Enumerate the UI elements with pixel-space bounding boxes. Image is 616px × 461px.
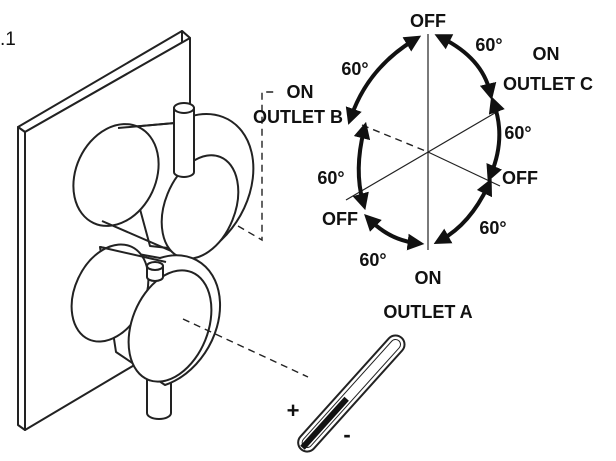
rotation-arrows — [345, 34, 505, 251]
rotation-arrow-icon — [434, 34, 497, 101]
angle-bottom-right: 60° — [479, 218, 506, 238]
thermometer-icon: + - — [287, 334, 406, 453]
label-on-outlet-b-line2: OUTLET B — [253, 107, 343, 127]
angle-left: 60° — [317, 168, 344, 188]
rotation-arrow-icon — [433, 178, 492, 245]
angle-bottom-left: 60° — [359, 250, 386, 270]
rotation-arrow-icon — [364, 214, 425, 251]
thermostat-button — [146, 261, 164, 282]
leader-line-selector — [237, 91, 276, 242]
rotation-arrow-icon — [345, 35, 422, 125]
leader-lines — [182, 91, 429, 378]
leader-line-thermostat — [182, 318, 309, 378]
leader-line-dial — [361, 124, 429, 153]
rotation-arrow-icon — [486, 96, 505, 182]
label-off-top: OFF — [410, 11, 446, 31]
figure-number: .1 — [0, 29, 16, 50]
selector-dial: OFF 60° 60° ON OUTLET C ON OUTLET B 60° … — [253, 11, 593, 322]
angle-top-left: 60° — [341, 59, 368, 79]
label-on-outlet-b-line1: ON — [287, 82, 314, 102]
upper-lever — [173, 102, 195, 178]
rotation-arrow-icon — [352, 121, 371, 211]
label-off-right: OFF — [502, 168, 538, 188]
label-on-outlet-c-line2: OUTLET C — [503, 74, 593, 94]
label-on-outlet-a-line2: OUTLET A — [383, 302, 472, 322]
thermometer-minus-label: - — [343, 422, 350, 447]
label-on-outlet-a-line1: ON — [415, 268, 442, 288]
upper-handle — [72, 113, 255, 260]
angle-top-right: 60° — [475, 35, 502, 55]
shower-valve-illustration — [17, 30, 255, 431]
lower-handle — [70, 243, 222, 386]
label-off-left: OFF — [322, 209, 358, 229]
angle-right: 60° — [504, 123, 531, 143]
label-on-outlet-c-line1: ON — [533, 44, 560, 64]
thermometer-plus-label: + — [287, 398, 300, 423]
